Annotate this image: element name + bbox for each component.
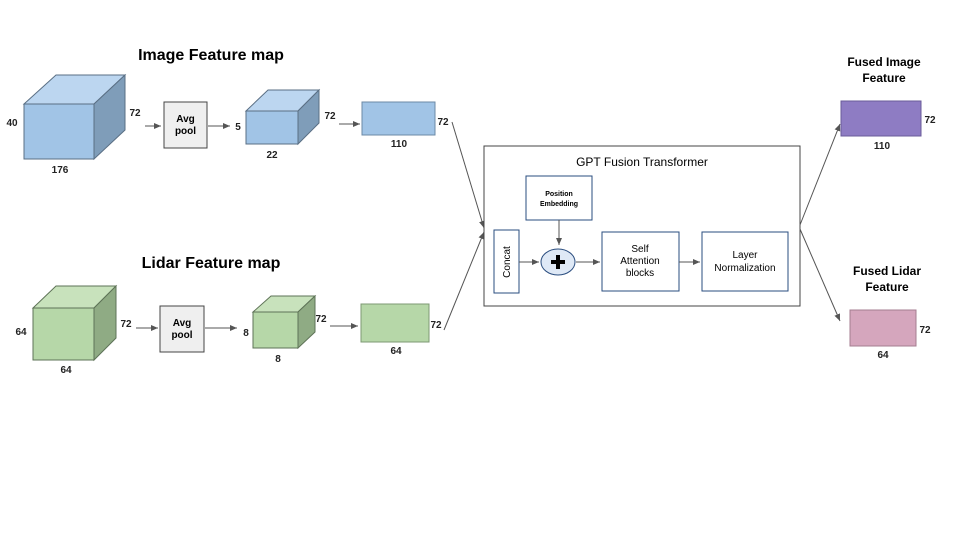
arrow-to-fused-lidar bbox=[799, 228, 841, 322]
layer-norm-label-2: Normalization bbox=[714, 263, 775, 274]
position-embedding-box bbox=[525, 175, 593, 221]
lidar-pool-label-2: pool bbox=[171, 330, 192, 341]
lidar-flat-depth-label: 72 bbox=[430, 320, 442, 331]
fused-image-depth-label: 72 bbox=[924, 115, 936, 126]
lidar-flat-tensor bbox=[360, 303, 430, 343]
image-flat-tensor bbox=[361, 101, 436, 136]
fused-image-width-label: 110 bbox=[874, 141, 891, 152]
fused-image-title-2: Feature bbox=[862, 71, 906, 85]
fused-image-title-1: Fused Image bbox=[847, 55, 921, 69]
arrow-to-fused-image bbox=[799, 123, 841, 226]
position-embedding-label-1: Position bbox=[545, 191, 573, 198]
image-pooled-width-label: 22 bbox=[266, 150, 278, 161]
lidar-cube-depth-label: 72 bbox=[120, 319, 132, 330]
arrow-image-to-transformer bbox=[451, 121, 485, 229]
fused-lidar-depth-label: 72 bbox=[919, 325, 931, 336]
position-embedding-label-2: Embedding bbox=[540, 201, 578, 208]
lidar-pool-label-1: Avg bbox=[173, 318, 192, 329]
lidar-pooled-cube bbox=[251, 294, 317, 350]
image-pooled-cube bbox=[244, 88, 321, 146]
self-attention-label-1: Self bbox=[631, 244, 648, 255]
image-cube-width-label: 176 bbox=[52, 165, 69, 176]
fused-lidar-title-1: Fused Lidar bbox=[853, 264, 921, 278]
self-attention-label-2: Attention bbox=[620, 256, 659, 267]
self-attention-label-3: blocks bbox=[626, 268, 654, 279]
transformer-title: GPT Fusion Transformer bbox=[576, 155, 708, 169]
image-feature-cube bbox=[22, 73, 127, 161]
concat-box bbox=[493, 229, 520, 294]
fused-lidar-title-2: Feature bbox=[865, 280, 909, 294]
lidar-pooled-height-label: 8 bbox=[243, 328, 249, 339]
image-pooled-depth-label: 72 bbox=[324, 111, 336, 122]
lidar-pooled-width-label: 8 bbox=[275, 354, 281, 365]
lidar-feature-map-title: Lidar Feature map bbox=[142, 255, 281, 272]
image-flat-width-label: 110 bbox=[391, 139, 408, 150]
self-attention-box bbox=[601, 231, 680, 292]
lidar-feature-cube bbox=[31, 284, 118, 362]
concat-label: Concat bbox=[502, 246, 513, 278]
fused-lidar-tensor bbox=[849, 309, 917, 347]
lidar-pooled-depth-label: 72 bbox=[315, 314, 327, 325]
image-flat-depth-label: 72 bbox=[437, 117, 449, 128]
add-icon bbox=[540, 248, 576, 276]
lidar-flat-width-label: 64 bbox=[390, 346, 402, 357]
lidar-cube-height-label: 64 bbox=[15, 327, 27, 338]
image-cube-height-label: 40 bbox=[6, 118, 18, 129]
image-pool-label-1: Avg bbox=[176, 114, 195, 125]
image-cube-depth-label: 72 bbox=[129, 108, 141, 119]
arrow-lidar-to-transformer bbox=[443, 231, 485, 331]
layer-normalization-box bbox=[701, 231, 789, 292]
layer-norm-label-1: Layer bbox=[732, 250, 758, 261]
fused-lidar-width-label: 64 bbox=[877, 350, 889, 361]
lidar-avg-pool-box bbox=[159, 305, 205, 353]
image-pool-label-2: pool bbox=[175, 126, 196, 137]
image-avg-pool-box bbox=[163, 101, 208, 149]
lidar-cube-width-label: 64 bbox=[60, 365, 72, 376]
image-pooled-height-label: 5 bbox=[235, 122, 241, 133]
fused-image-tensor bbox=[840, 100, 922, 137]
image-feature-map-title: Image Feature map bbox=[138, 47, 284, 64]
